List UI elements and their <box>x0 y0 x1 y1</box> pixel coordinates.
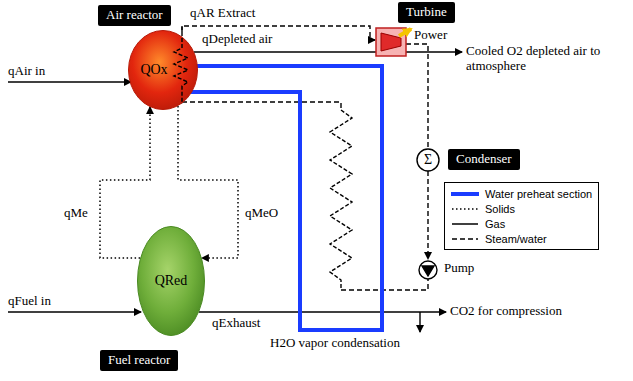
stream-label: CO2 for compression <box>450 304 562 319</box>
steam-line <box>182 102 341 110</box>
water-preheat-loop <box>191 66 382 330</box>
depleted-air-line <box>194 51 462 52</box>
reactor-tag: Air reactor <box>98 5 171 26</box>
condenser-tag: Condenser <box>448 149 520 170</box>
fuel-reactor-vessel: QRed <box>137 226 205 336</box>
condensate-out-line <box>419 312 420 332</box>
solids-flow <box>100 107 150 258</box>
stream-label: qDepleted air <box>202 32 272 47</box>
turbine-rotor <box>381 33 401 51</box>
stream-label: Cooled O2 depleted air to atmosphere <box>466 44 606 74</box>
stream-label: qFuel in <box>8 294 51 309</box>
power-arrow <box>399 29 411 36</box>
flow-label: qMe <box>62 205 90 221</box>
turbine-exhaust-line <box>406 44 428 149</box>
exhaust-line <box>199 311 446 312</box>
reactor-tag: Fuel reactor <box>100 350 178 371</box>
stream-label: H2O vapor condensation <box>270 336 400 351</box>
block-label: Fuel reactor <box>108 353 170 368</box>
legend-line-sample <box>451 234 479 244</box>
legend-line-sample <box>451 204 479 214</box>
pump-triangle <box>422 266 434 276</box>
legend-text: Solids <box>485 203 515 215</box>
legend-box: Water preheat sectionSolidsGasSteam/wate… <box>444 182 599 250</box>
heat-symbol: QRed <box>155 273 188 289</box>
legend-row: Steam/water <box>451 231 592 246</box>
fuel-in-line <box>8 311 141 312</box>
heat-coil <box>174 26 188 104</box>
stream-label: Pump <box>444 261 474 276</box>
turbine-symbol <box>376 28 406 56</box>
block-label: Condenser <box>456 152 512 167</box>
feedwater-line <box>341 279 428 290</box>
condenser-symbol <box>417 149 439 171</box>
air-in-line <box>8 81 131 82</box>
stream-label: qAR Extract <box>190 6 255 21</box>
stream-label: qExhaust <box>212 316 260 331</box>
flow-label: qMeO <box>243 205 280 221</box>
stream-label: qAir in <box>8 64 45 79</box>
block-label: Turbine <box>406 5 447 20</box>
condensate-line <box>427 171 428 259</box>
stream-label: Power <box>414 28 447 43</box>
legend-row: Solids <box>451 201 592 216</box>
turbine-tag: Turbine <box>398 2 455 23</box>
legend-text: Steam/water <box>485 233 547 245</box>
legend-text: Water preheat section <box>485 188 592 200</box>
legend-line-sample <box>451 219 479 229</box>
heat-symbol: QOx <box>140 62 167 78</box>
air-reactor-vessel: QOx <box>128 30 198 110</box>
legend-swatch <box>451 192 479 196</box>
legend-row: Water preheat section <box>451 186 592 201</box>
block-label: Air reactor <box>106 8 163 23</box>
stream-label: Σ <box>424 152 432 168</box>
legend-text: Gas <box>485 218 505 230</box>
pump-symbol <box>419 261 437 279</box>
legend-row: Gas <box>451 216 592 231</box>
heat-exchanger-coil <box>330 110 352 290</box>
vessel-shape <box>138 227 205 336</box>
